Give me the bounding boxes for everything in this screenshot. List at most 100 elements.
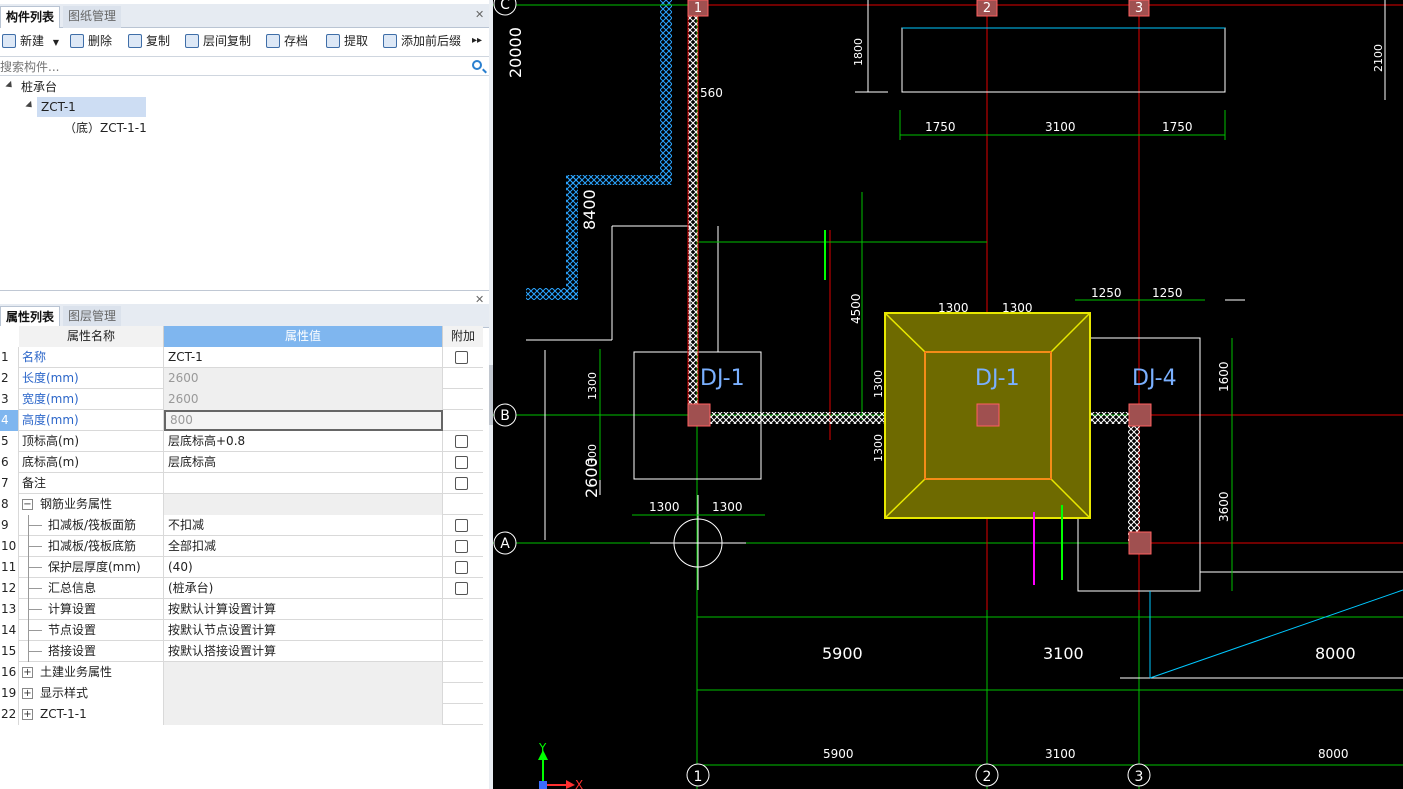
property-name: 名称 xyxy=(19,347,164,368)
extract-button[interactable]: 提取 xyxy=(326,30,368,52)
property-value[interactable]: 层底标高+0.8 xyxy=(164,431,443,452)
extra-checkbox[interactable] xyxy=(455,561,468,574)
extra-checkbox[interactable] xyxy=(455,477,468,490)
add-affix-button[interactable]: 添加前后缀 xyxy=(383,30,461,52)
row-number: 19 xyxy=(0,683,19,704)
extra-checkbox[interactable] xyxy=(455,540,468,553)
property-name-label: 计算设置 xyxy=(48,602,97,616)
extra-checkbox[interactable] xyxy=(455,582,468,595)
property-value[interactable]: 800 xyxy=(164,410,443,431)
close-icon[interactable]: ✕ xyxy=(475,8,485,21)
tree-guide xyxy=(28,525,42,526)
property-name: 保护层厚度(mm) xyxy=(19,557,164,578)
property-value[interactable] xyxy=(164,662,443,683)
property-row[interactable]: 22+ZCT-1-1 xyxy=(0,704,483,725)
toolbar-overflow-icon[interactable]: ▸▸ xyxy=(472,35,483,46)
tab-drawing-management[interactable]: 图纸管理 xyxy=(63,6,122,28)
row-number: 3 xyxy=(0,389,19,410)
axis-bubbles xyxy=(493,0,1151,787)
property-name-label: 顶标高(m) xyxy=(22,434,80,448)
extra-checkbox[interactable] xyxy=(455,435,468,448)
property-extra xyxy=(443,641,483,662)
collapse-icon[interactable]: − xyxy=(22,499,33,510)
property-value[interactable]: 2600 xyxy=(164,389,443,410)
chevron-down-icon[interactable]: ▼ xyxy=(52,38,59,47)
cad-canvas[interactable]: 1 2 3 C B A 1 2 3 DJ-1 DJ-1 DJ-4 560 175… xyxy=(493,0,1403,789)
expand-icon[interactable] xyxy=(5,80,15,91)
header-extra: 附加 xyxy=(443,326,483,347)
property-value[interactable]: 全部扣减 xyxy=(164,536,443,557)
property-extra xyxy=(443,347,483,368)
row-number: 15 xyxy=(0,641,19,662)
dim-s3100: 3100 xyxy=(1045,747,1076,761)
dj1-center-label: DJ-1 xyxy=(975,366,1020,391)
property-extra xyxy=(443,452,483,473)
dj4-label: DJ-4 xyxy=(1132,366,1177,391)
property-value[interactable] xyxy=(164,704,443,725)
property-value[interactable]: 按默认搭接设置计算 xyxy=(164,641,443,662)
property-value[interactable]: ZCT-1 xyxy=(164,347,443,368)
dim-4500: 4500 xyxy=(849,293,863,324)
dim-1750a: 1750 xyxy=(925,120,956,134)
search-icon[interactable] xyxy=(472,60,482,70)
property-extra xyxy=(443,620,483,641)
layer-copy-button[interactable]: 层间复制 xyxy=(185,30,251,52)
property-row[interactable]: 8−钢筋业务属性 xyxy=(0,494,483,515)
extra-checkbox[interactable] xyxy=(455,456,468,469)
property-value[interactable]: (40) xyxy=(164,557,443,578)
expand-icon[interactable]: + xyxy=(22,667,33,678)
expand-icon[interactable] xyxy=(25,100,35,111)
row-number: 9 xyxy=(0,515,19,536)
property-value[interactable]: (桩承台) xyxy=(164,578,443,599)
expand-icon[interactable]: + xyxy=(22,688,33,699)
tab-property-list[interactable]: 属性列表 xyxy=(0,306,61,328)
property-row[interactable]: 16+土建业务属性 xyxy=(0,662,483,683)
row-number: 12 xyxy=(0,578,19,599)
expand-icon[interactable]: + xyxy=(22,709,33,720)
delete-button[interactable]: 删除 xyxy=(70,30,112,52)
property-value[interactable]: 按默认计算设置计算 xyxy=(164,599,443,620)
copy-button[interactable]: 复制 xyxy=(128,30,170,52)
tree-node-root[interactable]: 桩承台 xyxy=(5,77,57,97)
property-value[interactable]: 不扣减 xyxy=(164,515,443,536)
property-value[interactable] xyxy=(164,683,443,704)
new-button[interactable]: 新建 ▼ xyxy=(2,30,59,52)
tree-node-child[interactable]: ZCT-1 xyxy=(25,97,146,117)
dim-1800: 1800 xyxy=(852,38,865,66)
property-value[interactable]: 按默认节点设置计算 xyxy=(164,620,443,641)
component-search xyxy=(0,56,489,76)
splitter-grip[interactable] xyxy=(489,365,493,425)
dim-big8000: 8000 xyxy=(1315,644,1356,663)
property-row[interactable]: 19+显示样式 xyxy=(0,683,483,704)
row-number: 14 xyxy=(0,620,19,641)
tab-component-list[interactable]: 构件列表 xyxy=(0,6,61,28)
extra-checkbox[interactable] xyxy=(455,519,468,532)
tree-node-leaf[interactable]: （底）ZCT-1-1 xyxy=(64,118,147,138)
tab-layer-management[interactable]: 图层管理 xyxy=(63,306,122,328)
search-input[interactable] xyxy=(0,58,460,75)
header-name: 属性名称 xyxy=(19,326,164,347)
property-value[interactable] xyxy=(164,494,443,515)
splitter[interactable] xyxy=(489,0,493,789)
property-value[interactable]: 2600 xyxy=(164,368,443,389)
archive-button[interactable]: 存档 xyxy=(266,30,308,52)
property-value[interactable]: 层底标高 xyxy=(164,452,443,473)
property-extra xyxy=(443,704,483,725)
close-icon[interactable]: ✕ xyxy=(475,293,485,306)
property-value[interactable] xyxy=(164,473,443,494)
extra-checkbox[interactable] xyxy=(455,351,468,364)
